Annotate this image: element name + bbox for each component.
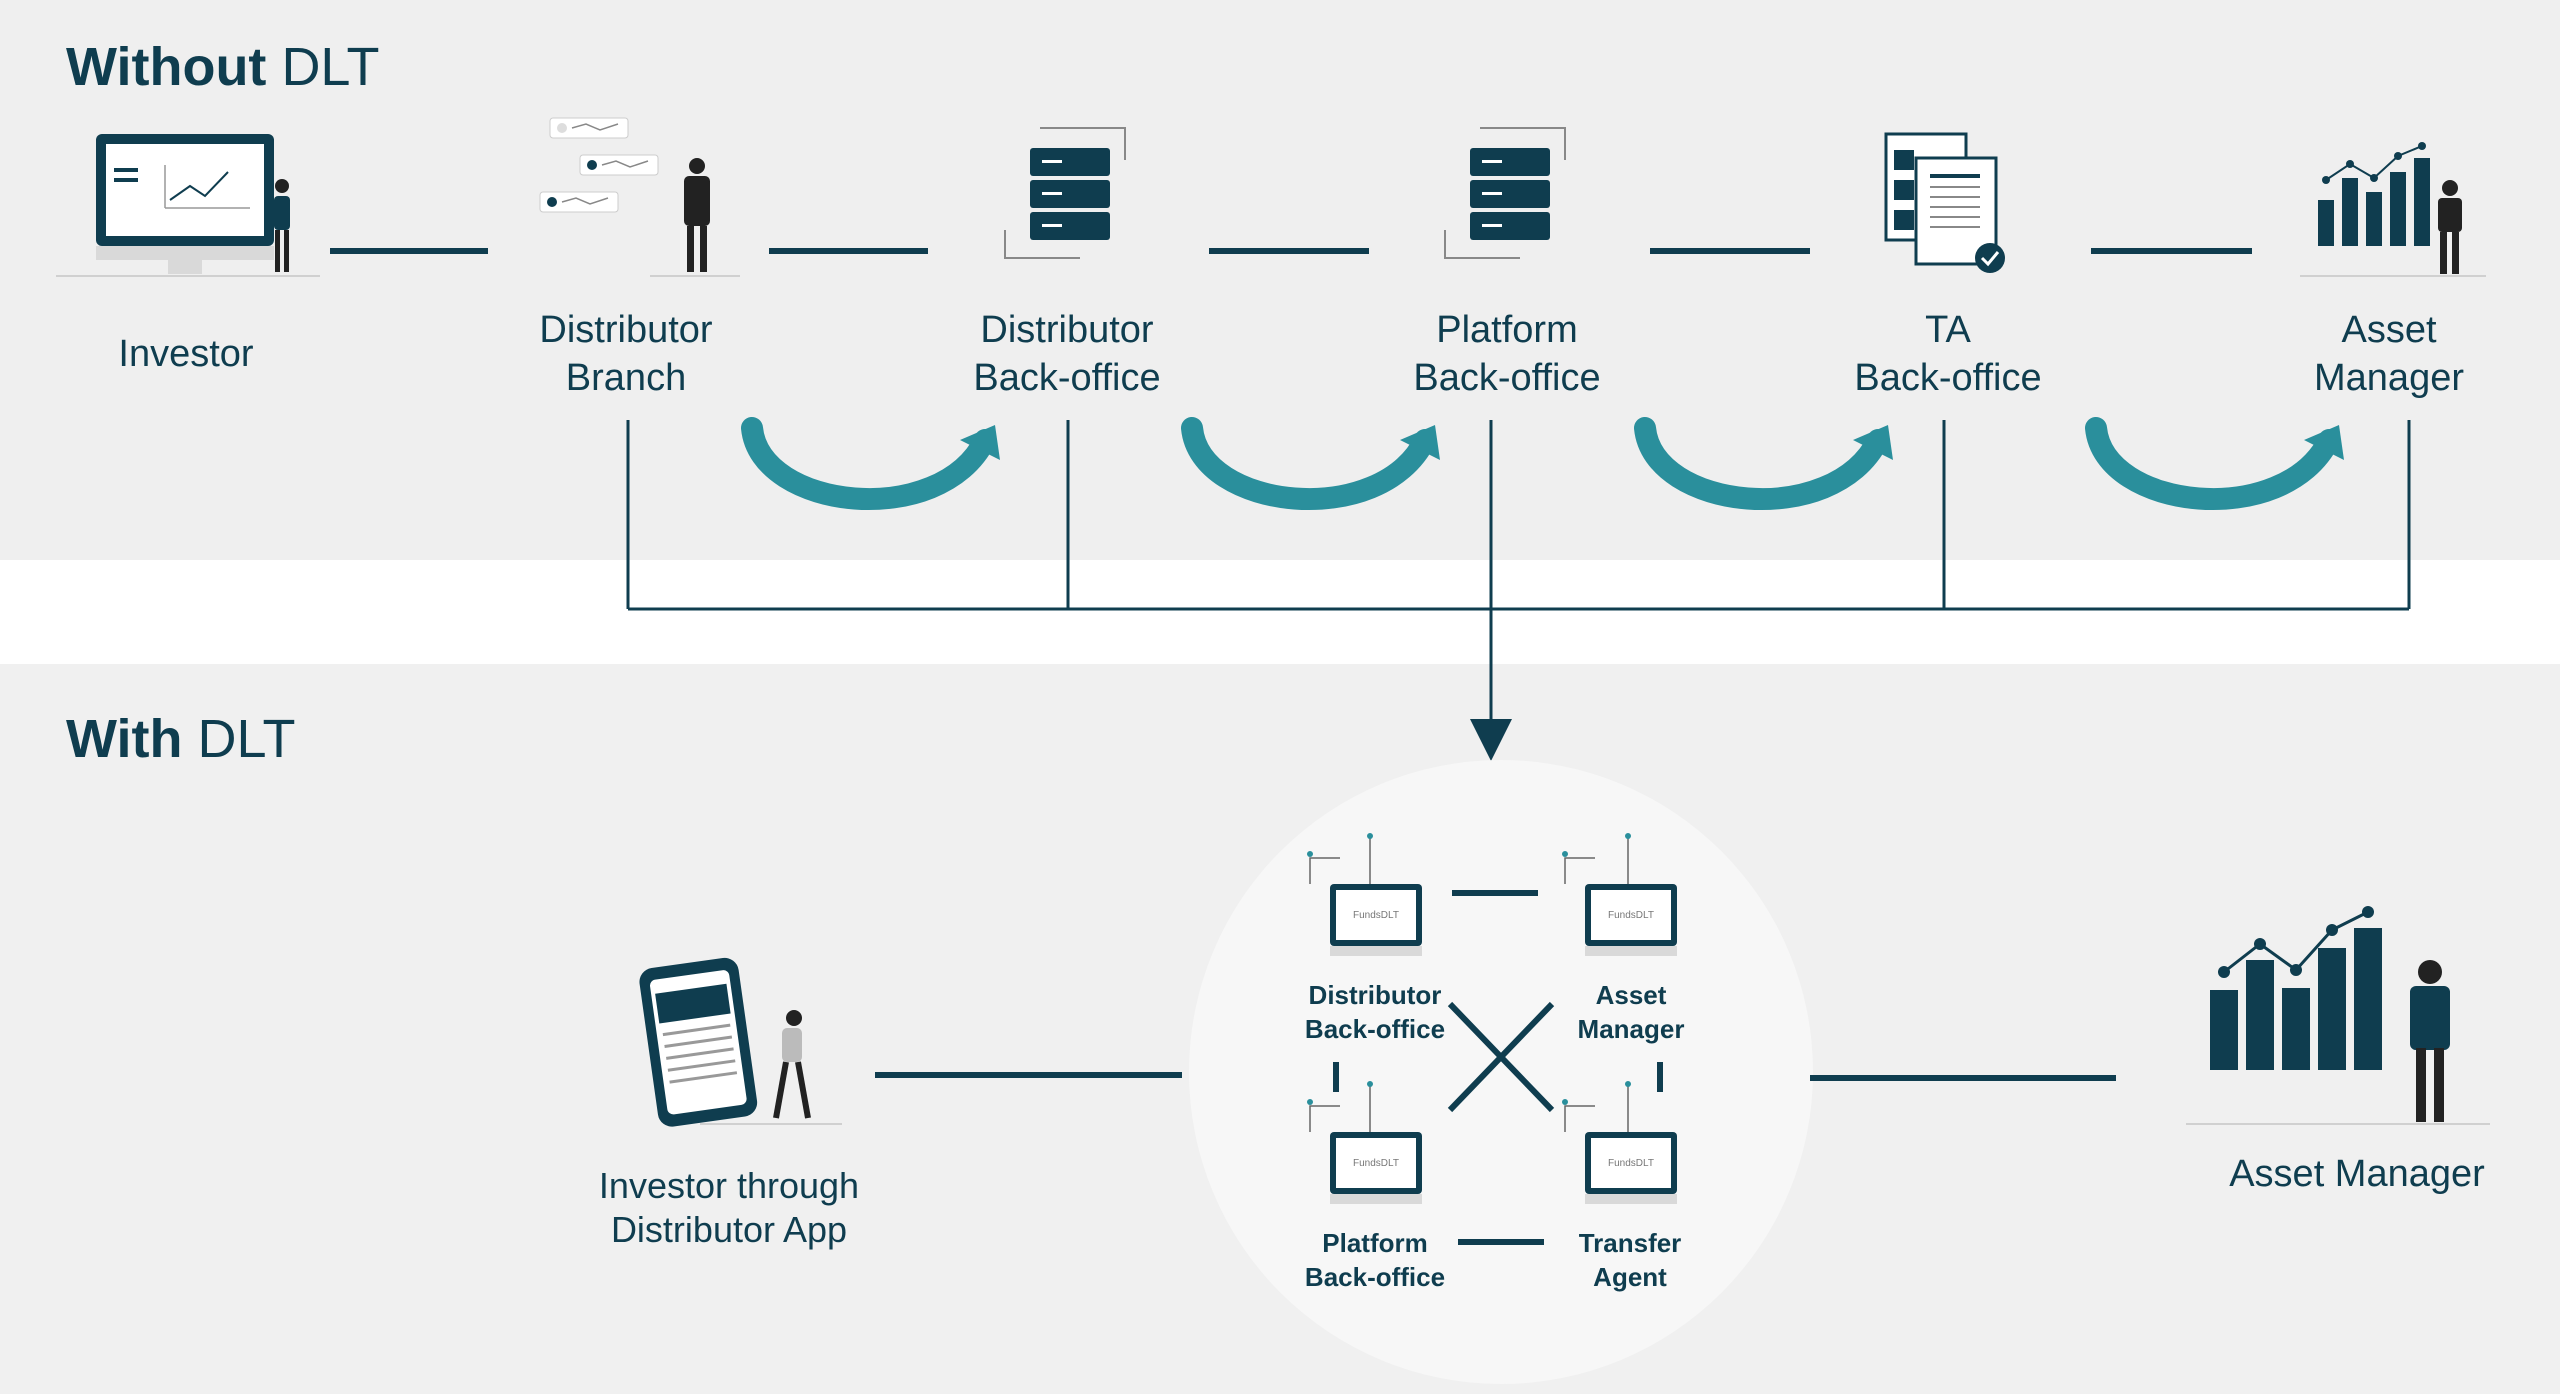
- handoff-arrows: [741, 417, 2344, 511]
- network-monitor-icon: [1307, 833, 1422, 956]
- asset-manager-label: Asset Manager: [2229, 1153, 2485, 1195]
- node-label-asset-manager: Asset Manager: [2314, 309, 2464, 399]
- phone-person-icon: [639, 957, 842, 1127]
- server-icon: [1004, 127, 1126, 259]
- network-label-asset-manager: Asset Manager: [1577, 980, 1685, 1044]
- with-dlt-title: With DLT: [66, 709, 296, 769]
- network-label-platform-back-office: Platform Back-office: [1304, 1228, 1446, 1292]
- curved-arrow-icon: [2085, 417, 2344, 511]
- screen-brand-text: FundsDLT: [1353, 910, 1399, 921]
- divider-band: [0, 560, 2560, 664]
- documents-check-icon: [1884, 132, 2005, 273]
- investor-app-label: Investor through Distributor App: [598, 1165, 860, 1250]
- server-icon: [1444, 127, 1566, 259]
- screen-brand-text: FundsDLT: [1608, 1158, 1654, 1169]
- network-links: [1333, 890, 1663, 1245]
- screen-brand-text: FundsDLT: [1608, 910, 1654, 921]
- node-label-investor: Investor: [118, 333, 254, 375]
- node-label-ta-back-office: TA Back-office: [1854, 309, 2042, 399]
- curved-arrow-icon: [1181, 417, 1440, 511]
- without-dlt-title: Without DLT: [66, 37, 380, 97]
- network-monitor-icon: [1562, 833, 1677, 956]
- collect-bracket: [626, 420, 2411, 761]
- network-monitor-icon: [1562, 1081, 1677, 1204]
- node-label-platform-back-office: Platform Back-office: [1413, 309, 1601, 399]
- node-label-distributor-back-office: Distributor Back-office: [973, 309, 1161, 399]
- node-label-distributor-branch: Distributor Branch: [539, 309, 713, 399]
- screen-brand-text: FundsDLT: [1353, 1158, 1399, 1169]
- bar-chart-person-icon: [2300, 142, 2486, 277]
- network-monitor-icon: [1307, 1081, 1422, 1204]
- curved-arrow-icon: [1634, 417, 1893, 511]
- dlt-network-circle: [1189, 760, 1813, 1384]
- bar-chart-person-icon: [2186, 906, 2490, 1125]
- person-dashboard-icon: [539, 117, 740, 277]
- monitor-person-icon: [56, 134, 320, 277]
- curved-arrow-icon: [741, 417, 1000, 511]
- bottom-connectors: [875, 1072, 2116, 1081]
- network-label-transfer-agent: Transfer Agent: [1578, 1228, 1682, 1292]
- network-label-distributor-back-office: Distributor Back-office: [1304, 980, 1446, 1044]
